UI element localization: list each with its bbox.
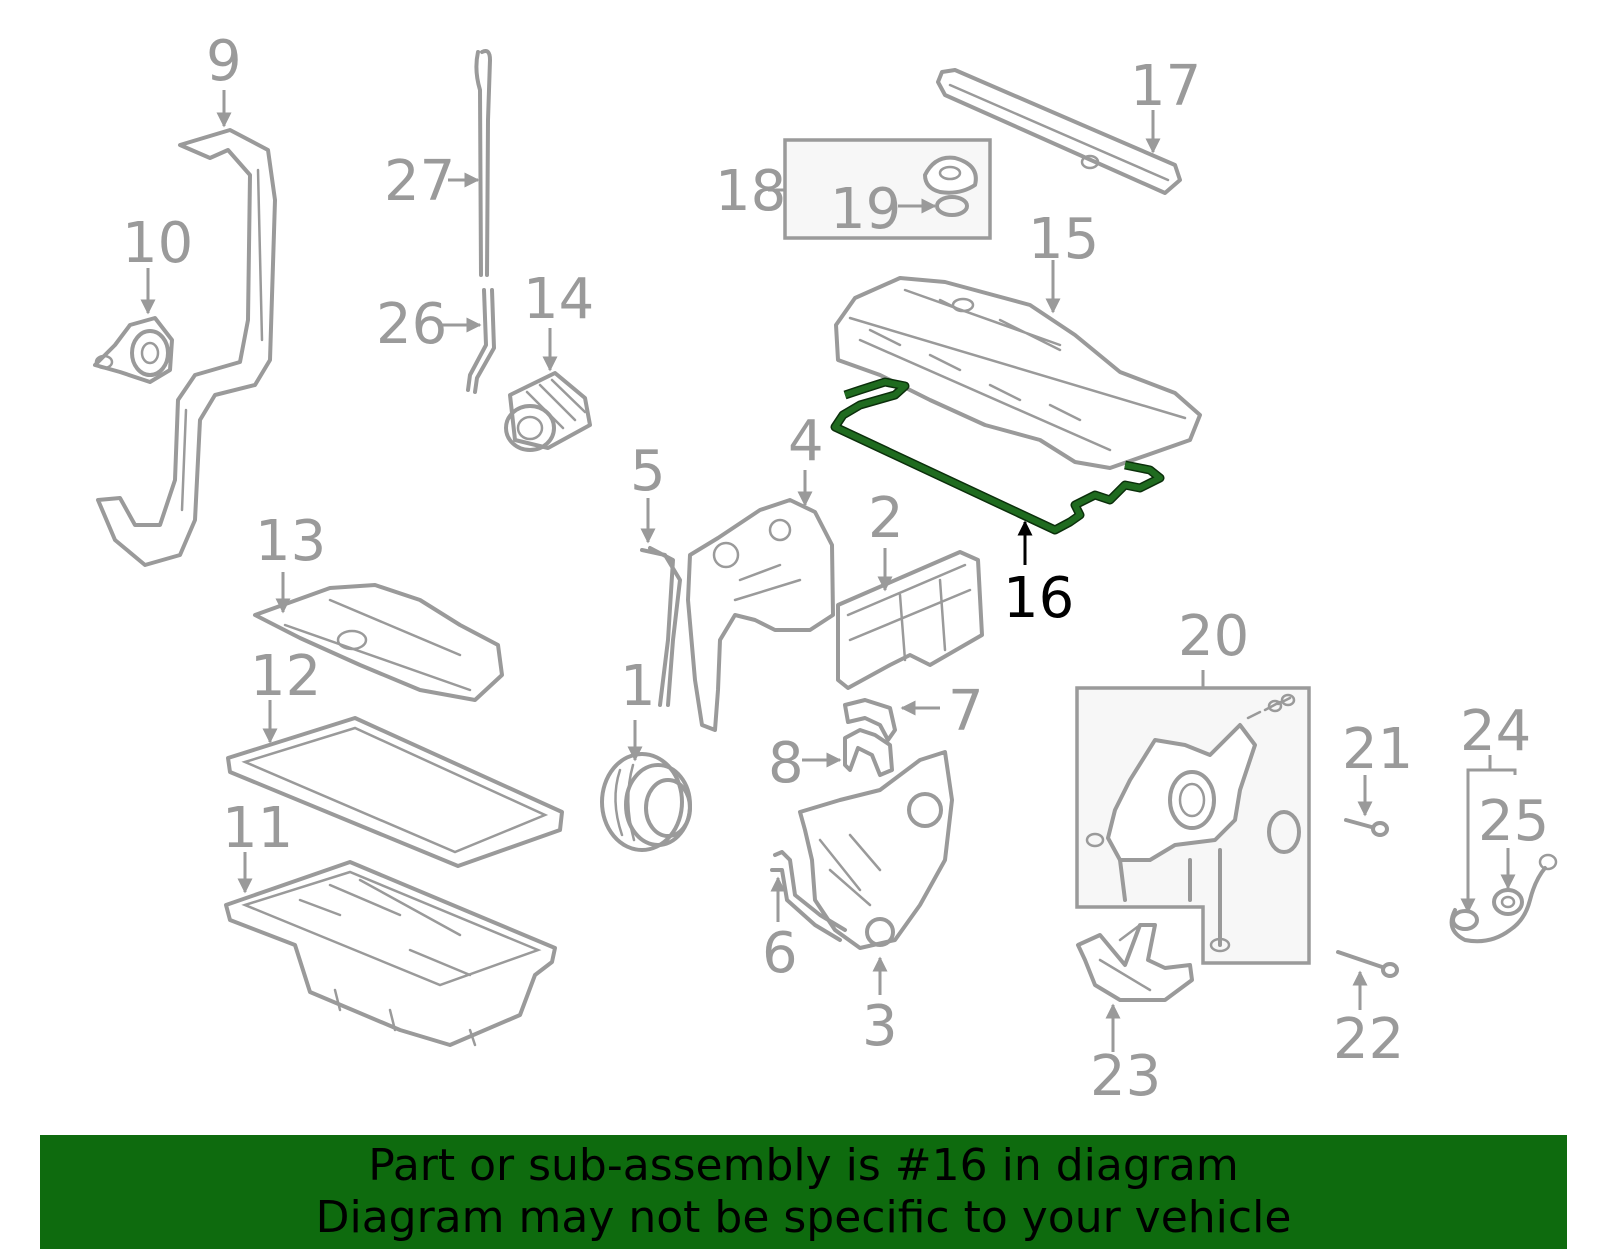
callout-25: 25 (1478, 789, 1549, 854)
callout-12: 12 (250, 644, 321, 709)
part-5-timing-cover-seal[interactable] (640, 546, 682, 707)
callout-4: 4 (788, 409, 824, 474)
callout-8: 8 (768, 731, 804, 796)
part-21-bolt[interactable] (1344, 818, 1389, 837)
banner-line-1: Part or sub-assembly is #16 in diagram (368, 1140, 1239, 1191)
callout-24: 24 (1460, 699, 1531, 764)
callout-19: 19 (830, 177, 901, 242)
part-4-upper-timing-cover[interactable] (686, 498, 835, 732)
callout-2: 2 (868, 486, 904, 551)
part-22-bolt[interactable] (1336, 950, 1399, 978)
part-6-seal[interactable] (770, 850, 847, 942)
part-17-cover[interactable] (936, 68, 1182, 195)
part-20-oil-pump-assembly[interactable] (1075, 686, 1311, 965)
part-16-valve-cover-gasket[interactable] (830, 377, 1165, 535)
part-13-baffle-plate[interactable] (253, 583, 504, 702)
part-info-banner: Part or sub-assembly is #16 in diagram D… (40, 1135, 1567, 1249)
part-8-seal[interactable] (843, 728, 894, 777)
callout-1: 1 (620, 654, 656, 719)
callout-21: 21 (1342, 717, 1413, 782)
callout-3: 3 (862, 994, 898, 1059)
part-26-dipstick-tube[interactable] (466, 288, 496, 394)
callout-20: 20 (1178, 604, 1249, 669)
callout-26: 26 (376, 292, 447, 357)
part-25-sensor[interactable] (1492, 888, 1524, 916)
callout-9: 9 (206, 29, 242, 94)
part-2-middle-timing-cover[interactable] (836, 550, 984, 690)
banner-line-2: Diagram may not be specific to your vehi… (315, 1192, 1292, 1243)
parts-diagram: 9 10 27 26 14 17 18 (93, 29, 1558, 1109)
callout-10: 10 (122, 211, 193, 276)
part-3-lower-timing-cover[interactable] (798, 750, 954, 950)
callout-16: 16 (1003, 566, 1074, 631)
part-23-oil-strainer[interactable] (1076, 923, 1194, 1002)
part-15-valve-cover[interactable] (834, 276, 1202, 470)
callout-18: 18 (715, 159, 786, 224)
part-12-oil-pan-gasket[interactable] (226, 716, 564, 868)
part-9-timing-belt[interactable] (96, 128, 277, 567)
callout-14: 14 (523, 267, 594, 332)
callout-7: 7 (948, 679, 984, 744)
callout-17: 17 (1130, 54, 1201, 119)
part-10-tensioner[interactable] (93, 316, 174, 384)
part-7-seal[interactable] (843, 698, 897, 742)
callout-22: 22 (1333, 1007, 1404, 1072)
part-14-oil-filter[interactable] (504, 371, 592, 452)
part-11-oil-pan[interactable] (224, 860, 557, 1047)
callout-15: 15 (1028, 207, 1099, 272)
part-27-dipstick[interactable] (474, 49, 492, 277)
part-1-crankshaft-pulley[interactable] (600, 752, 692, 852)
callout-27: 27 (384, 149, 455, 214)
callout-6: 6 (762, 921, 798, 986)
callout-5: 5 (630, 439, 666, 504)
callout-11: 11 (222, 796, 293, 861)
callout-23: 23 (1090, 1044, 1161, 1109)
callout-13: 13 (255, 509, 326, 574)
